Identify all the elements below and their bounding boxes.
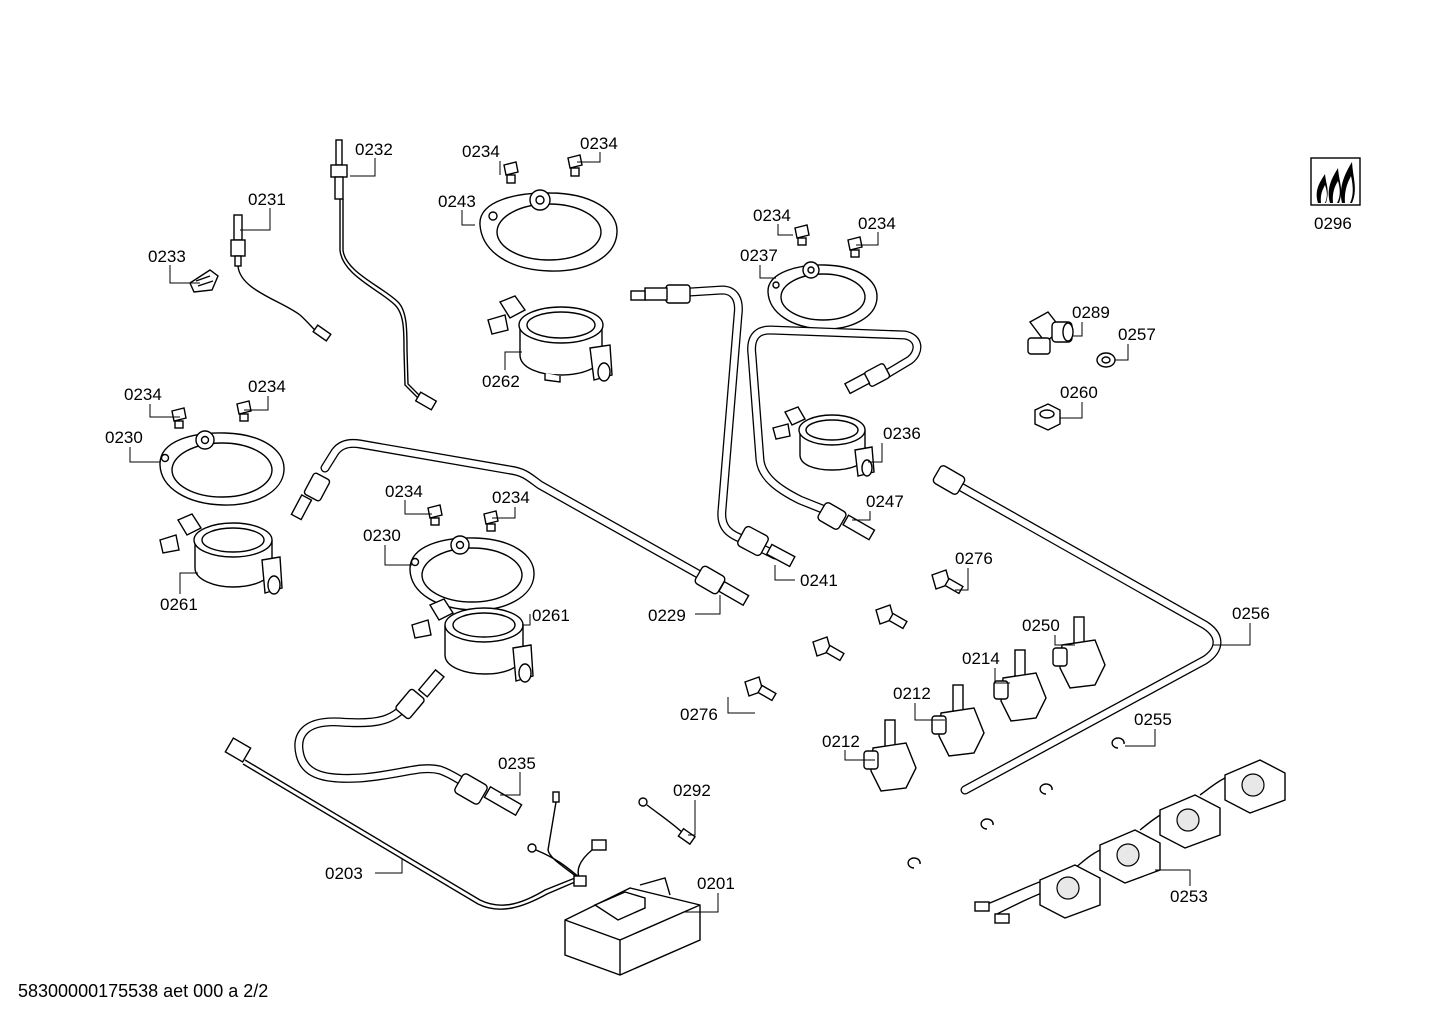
label-0262: 0262 (482, 372, 520, 391)
pipe-0247 (747, 325, 922, 541)
burner-cup-0261-a (159, 513, 283, 595)
label-0230-b: 0230 (363, 526, 401, 545)
circlip-0255 (907, 737, 1125, 869)
label-0253: 0253 (1170, 887, 1208, 906)
gasket-0230-a (159, 430, 285, 506)
pipe-0256 (932, 465, 1222, 795)
gasket-0243 (479, 189, 618, 272)
burner-cup-0262 (487, 295, 613, 383)
label-0230-a: 0230 (105, 428, 143, 447)
label-0234-d: 0234 (858, 214, 896, 233)
label-0292: 0292 (673, 781, 711, 800)
label-0234-h: 0234 (492, 488, 530, 507)
label-0231: 0231 (248, 190, 286, 209)
label-0234-f: 0234 (248, 377, 286, 396)
part-labels: 0232 0231 0233 0234 0234 0243 0262 0234 … (105, 134, 1352, 906)
label-0260: 0260 (1060, 383, 1098, 402)
nut-0260 (1034, 403, 1061, 431)
leader-lines (129, 152, 1251, 913)
pipe-0235 (294, 668, 523, 817)
gas-valve-0250 (1052, 616, 1106, 689)
elbow-fitting-0289 (1027, 311, 1074, 355)
label-0247: 0247 (866, 492, 904, 511)
document-id: 58300000175538 aet 000 a 2/2 (18, 981, 269, 1001)
screw-0234-b (567, 154, 583, 177)
screw-0234-f (236, 400, 252, 422)
flame-logo-0296 (1310, 157, 1361, 206)
wire-harness-0203 (224, 737, 607, 910)
ignition-switch-harness-0253 (974, 759, 1286, 924)
screw-0276-d (744, 676, 777, 702)
washer-0257 (1096, 352, 1116, 368)
label-0229: 0229 (648, 606, 686, 625)
pipe-0241 (630, 284, 796, 568)
clip-0233 (189, 269, 219, 293)
label-0276-a: 0276 (955, 549, 993, 568)
label-0261-b: 0261 (532, 606, 570, 625)
label-0255: 0255 (1134, 710, 1172, 729)
screw-0276-b (875, 604, 908, 630)
burner-cup-0236 (772, 406, 875, 477)
pipe-0229 (290, 438, 750, 607)
label-0234-g: 0234 (385, 482, 423, 501)
label-0201: 0201 (697, 874, 735, 893)
label-0237: 0237 (740, 246, 778, 265)
screw-0234-c (794, 224, 810, 246)
label-0296: 0296 (1314, 214, 1352, 233)
screw-0234-h (483, 510, 499, 532)
electrode-0231 (230, 214, 332, 342)
screw-0234-g (427, 504, 443, 526)
label-0261-a: 0261 (160, 595, 198, 614)
control-module-0201 (564, 877, 701, 976)
label-0250: 0250 (1022, 616, 1060, 635)
label-0214: 0214 (962, 649, 1000, 668)
label-0256: 0256 (1232, 604, 1270, 623)
screw-0234-d (847, 236, 863, 258)
screw-0234-e (171, 407, 187, 429)
label-0234-c: 0234 (753, 206, 791, 225)
label-0234-e: 0234 (124, 385, 162, 404)
thermocouple-0232 (330, 139, 438, 411)
gasket-0230-b (409, 535, 535, 611)
screw-0276-c (812, 636, 845, 662)
label-0241: 0241 (800, 571, 838, 590)
gas-valve-0212-b (863, 719, 917, 792)
label-0234-b: 0234 (580, 134, 618, 153)
label-0203: 0203 (325, 864, 363, 883)
label-0233: 0233 (148, 247, 186, 266)
label-0243: 0243 (438, 192, 476, 211)
label-0236: 0236 (883, 424, 921, 443)
burner-cup-0261-b (411, 598, 534, 683)
label-0212-b: 0212 (822, 732, 860, 751)
gasket-0237 (767, 261, 878, 330)
label-0289: 0289 (1072, 303, 1110, 322)
screw-0234-a (503, 161, 519, 184)
earth-wire-0292 (638, 797, 697, 846)
label-0234-a: 0234 (462, 142, 500, 161)
label-0212-a: 0212 (893, 684, 931, 703)
gas-valve-0214 (993, 649, 1047, 722)
label-0235: 0235 (498, 754, 536, 773)
label-0276-b: 0276 (680, 705, 718, 724)
label-0257: 0257 (1118, 325, 1156, 344)
label-0232: 0232 (355, 140, 393, 159)
